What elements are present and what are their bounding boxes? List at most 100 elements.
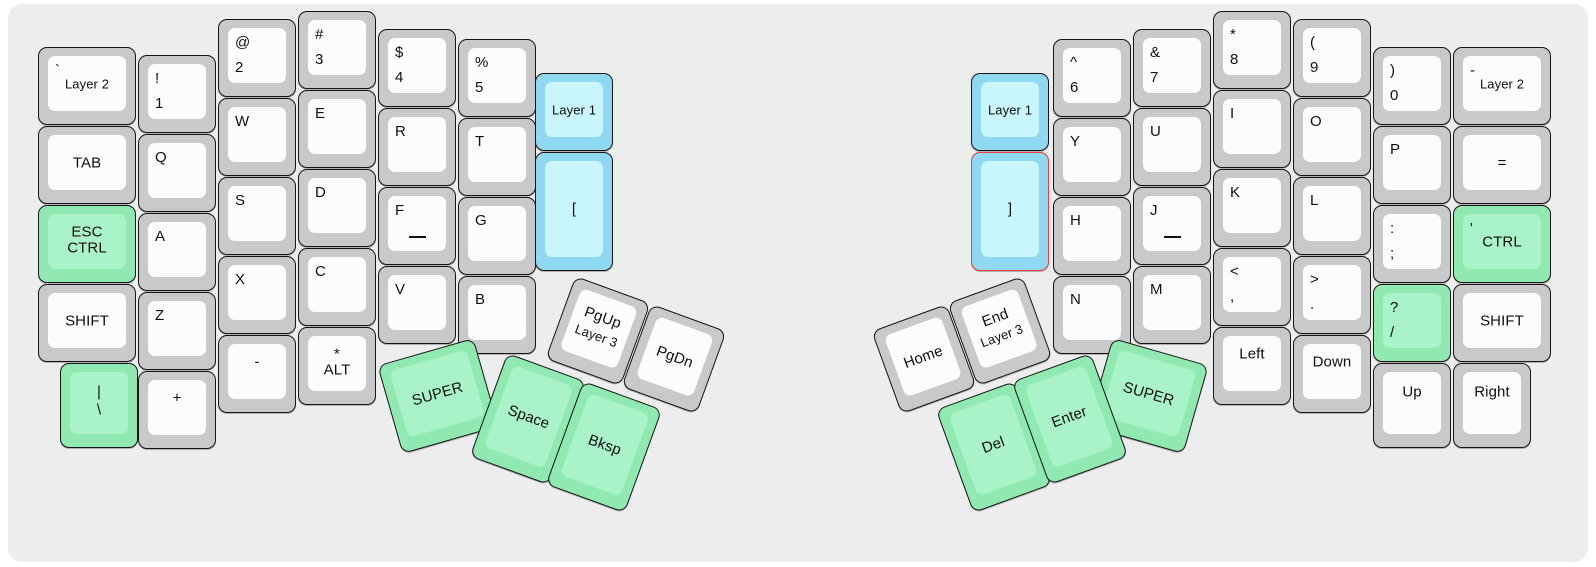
key-l-d[interactable]: D [298, 169, 376, 247]
key-r-9[interactable]: (9 [1293, 19, 1371, 97]
key-legend-top: F [395, 202, 405, 219]
key-legend-center: Layer 2 [1479, 76, 1525, 91]
key-face: Bksp [559, 392, 650, 497]
key-l-4[interactable]: $4 [378, 29, 456, 107]
key-face: M [1143, 275, 1201, 330]
key-l-w[interactable]: W [218, 98, 296, 176]
key-r-equal[interactable]: = [1453, 126, 1551, 204]
key-legend-top: ( [1310, 34, 1316, 51]
key-l-v[interactable]: V [378, 266, 456, 344]
key-l-t[interactable]: T [458, 118, 536, 196]
key-r-quote-ctrl[interactable]: 'CTRL [1453, 205, 1551, 283]
key-face: #3 [308, 20, 366, 75]
key-l-g[interactable]: G [458, 197, 536, 275]
key-r-k[interactable]: K [1213, 169, 1291, 247]
key-legend-bottom: 0 [1390, 87, 1399, 104]
key-legend-top: S [235, 192, 246, 209]
key-l-f[interactable]: F [378, 187, 456, 265]
key-r-o[interactable]: O [1293, 98, 1371, 176]
key-r-j[interactable]: J [1133, 187, 1211, 265]
key-face: F [388, 196, 446, 251]
key-legend-top: Q [155, 149, 167, 166]
key-l-s[interactable]: S [218, 177, 296, 255]
key-face: Z [148, 301, 206, 356]
key-l-pipe-backslash[interactable]: |\ [60, 363, 138, 448]
key-r-y[interactable]: Y [1053, 118, 1131, 196]
key-legend-top: I [1230, 105, 1235, 122]
key-l-shift[interactable]: SHIFT [38, 284, 136, 362]
key-r-m[interactable]: M [1133, 266, 1211, 344]
key-r-p[interactable]: P [1373, 126, 1451, 204]
key-legend-top: ? [1390, 299, 1399, 316]
key-l-q[interactable]: Q [138, 134, 216, 212]
key-legend-top: R [395, 123, 406, 140]
key-face: T [468, 127, 526, 182]
key-legend-center: Layer 2 [64, 76, 110, 91]
key-l-5[interactable]: %5 [458, 39, 536, 117]
key-l-lbracket[interactable]: [ [535, 152, 613, 271]
key-face: Q [148, 143, 206, 198]
key-legend-top: $ [395, 44, 404, 61]
key-r-shift[interactable]: SHIFT [1453, 284, 1551, 362]
key-l-grave-layer2[interactable]: `Layer 2 [38, 47, 136, 125]
key-face: [ [545, 161, 603, 257]
key-r-h[interactable]: H [1053, 197, 1131, 275]
key-legend-top: ) [1390, 62, 1396, 79]
key-l-alt[interactable]: *ALT [298, 327, 376, 405]
key-l-r[interactable]: R [378, 108, 456, 186]
key-legend-top: & [1150, 44, 1161, 61]
key-r-slash[interactable]: ?/ [1373, 284, 1451, 362]
key-l-x[interactable]: X [218, 256, 296, 334]
key-legend-top: T [475, 133, 485, 150]
key-legend-bottom: 2 [235, 59, 244, 76]
key-l-c[interactable]: C [298, 248, 376, 326]
key-legend-top: ^ [1070, 54, 1078, 71]
key-legend-line1: ESC [71, 223, 103, 241]
key-r-0[interactable]: )0 [1373, 47, 1451, 125]
key-r-left[interactable]: Left [1213, 327, 1291, 405]
key-r-comma[interactable]: <, [1213, 248, 1291, 326]
key-legend-line1: - [254, 353, 260, 371]
key-l-3[interactable]: #3 [298, 11, 376, 89]
key-r-minus-layer2[interactable]: -Layer 2 [1453, 47, 1551, 125]
key-r-right[interactable]: Right [1453, 363, 1531, 448]
key-r-u[interactable]: U [1133, 108, 1211, 186]
key-legend-line1: Down [1312, 353, 1352, 371]
key-l-z[interactable]: Z [138, 292, 216, 370]
key-r-down[interactable]: Down [1293, 335, 1371, 413]
key-r-8[interactable]: *8 [1213, 11, 1291, 89]
key-legend-line1: | [97, 383, 101, 401]
key-face: C [308, 257, 366, 312]
key-r-rbracket[interactable]: ] [971, 152, 1049, 271]
key-legend-bottom: 6 [1070, 79, 1079, 96]
key-l-a[interactable]: A [138, 213, 216, 291]
key-r-layer1[interactable]: Layer 1 [971, 73, 1049, 151]
key-l-minus[interactable]: - [218, 335, 296, 413]
key-l-2[interactable]: @2 [218, 19, 296, 97]
key-legend-top: - [1470, 62, 1476, 79]
key-face: W [228, 107, 286, 162]
key-r-up[interactable]: Up [1373, 363, 1451, 448]
key-l-plus[interactable]: + [138, 371, 216, 449]
key-face: ^6 [1063, 48, 1121, 103]
homing-bar-icon [409, 236, 426, 238]
key-l-e[interactable]: E [298, 90, 376, 168]
key-r-l[interactable]: L [1293, 177, 1371, 255]
key-l-tab[interactable]: TAB [38, 126, 136, 204]
key-legend-center: SHIFT [65, 312, 109, 329]
key-r-7[interactable]: &7 [1133, 29, 1211, 107]
key-face: Home [883, 315, 963, 398]
key-l-1[interactable]: !1 [138, 55, 216, 133]
key-r-semicolon[interactable]: :; [1373, 205, 1451, 283]
key-r-period[interactable]: >. [1293, 256, 1371, 334]
key-legend-center: [ [571, 200, 577, 218]
key-legend-top: * [1230, 26, 1236, 43]
key-legend-top: C [315, 263, 326, 280]
key-legend-top: V [395, 281, 406, 298]
key-r-i[interactable]: I [1213, 90, 1291, 168]
key-l-layer1[interactable]: Layer 1 [535, 73, 613, 151]
key-face: Y [1063, 127, 1121, 182]
key-face: <, [1223, 257, 1281, 312]
key-r-6[interactable]: ^6 [1053, 39, 1131, 117]
